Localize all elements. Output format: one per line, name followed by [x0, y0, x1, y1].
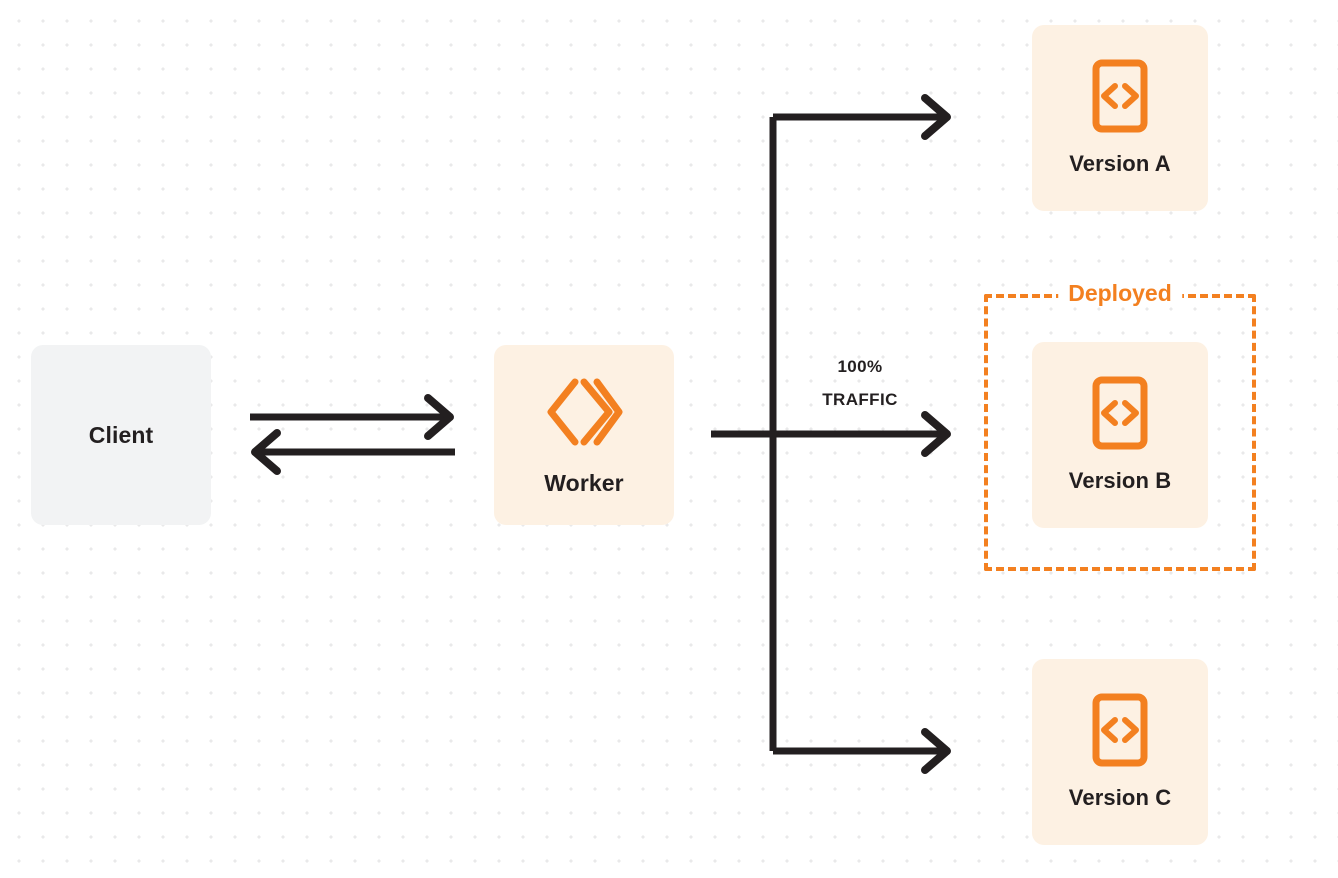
node-version-b[interactable]: Version B — [1032, 342, 1208, 528]
traffic-label: 100% TRAFFIC — [790, 350, 930, 416]
code-brackets-icon — [1092, 693, 1148, 767]
node-worker[interactable]: Worker — [494, 345, 674, 525]
node-version-c-label: Version C — [1068, 785, 1172, 810]
cloudflare-workers-logo-icon — [547, 378, 623, 445]
node-version-b-label: Version B — [1068, 468, 1172, 493]
arrowhead-to-worker — [424, 394, 454, 440]
node-version-a-label: Version A — [1069, 151, 1171, 176]
arrowhead-to-client — [251, 429, 281, 475]
traffic-percent: 100% — [837, 357, 883, 376]
node-worker-label: Worker — [544, 469, 624, 496]
code-brackets-icon — [1092, 59, 1148, 133]
node-version-a[interactable]: Version A — [1032, 25, 1208, 211]
arrowhead-version-c — [921, 728, 951, 774]
traffic-caption: TRAFFIC — [822, 390, 898, 410]
node-client[interactable]: Client — [31, 345, 211, 525]
deployed-group: Deployed — [984, 282, 1256, 571]
deployed-group-label: Deployed — [1058, 282, 1182, 305]
node-client-label: Client — [88, 421, 154, 448]
node-version-c[interactable]: Version C — [1032, 659, 1208, 845]
arrowhead-version-a — [921, 94, 951, 140]
code-brackets-icon — [1092, 376, 1148, 450]
arrowhead-version-b — [921, 411, 951, 457]
